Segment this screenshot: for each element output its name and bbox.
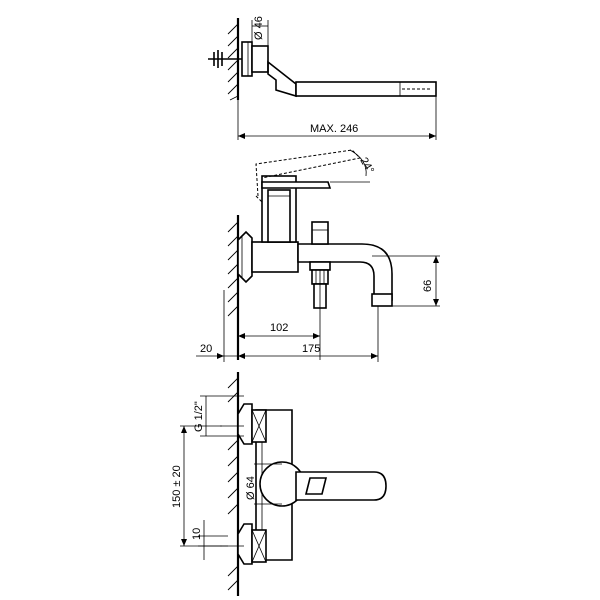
side-view-dimension-height: 66 [372,255,440,307]
front-view-lever [259,461,387,507]
side-view-dimension-angle: 24° [330,149,376,183]
thread-label: G 1/2" [193,401,205,432]
side-view-diverter [309,221,331,360]
side-view-handle-rotated [255,149,362,203]
side-view-dimension-20: 20 [196,290,245,362]
top-view-dimension-max-length: MAX. 246 [237,96,437,140]
top-view-flange [241,41,269,77]
side-view-body [251,175,332,273]
angle-label: 24° [357,156,376,176]
side-view-wall [227,215,240,360]
wall-offset-label: 20 [200,343,212,355]
spout-height-label: 66 [422,280,434,292]
front-view-dimension-body-diameter: Ø 64 [245,463,282,505]
front-view-dimension-eccentric: 10 [191,520,228,560]
center-distance-label: 150 ± 20 [171,465,183,508]
top-view: Ø 46 MAX. 246 [208,16,437,140]
side-view-dimension-175: 175 [238,306,379,362]
max-length-label: MAX. 246 [310,123,358,135]
front-view: G 1/2" 150 ± 20 Ø 64 10 [171,372,387,596]
top-view-dimension-diameter: Ø 46 [251,16,269,46]
front-view-dimension-thread: G 1/2" [193,395,244,437]
side-view-spout [297,243,393,307]
diverter-offset-label: 102 [270,322,288,334]
top-view-arm [267,60,437,98]
side-view-dimension-102: 102 [238,322,320,339]
top-diameter-label: Ø 46 [253,16,265,40]
eccentric-label: 10 [191,528,203,540]
front-view-lower-connection [220,523,267,565]
side-view-escutcheon [237,230,253,284]
top-view-hose-connector [208,50,242,68]
front-view-wall [227,372,240,596]
front-view-dimension-center-distance: 150 ± 20 [171,425,222,547]
total-projection-label: 175 [302,343,320,355]
front-view-upper-connection [220,403,267,445]
body-diameter-label: Ø 64 [245,476,257,500]
side-view: 24° 66 102 20 175 [196,149,440,362]
